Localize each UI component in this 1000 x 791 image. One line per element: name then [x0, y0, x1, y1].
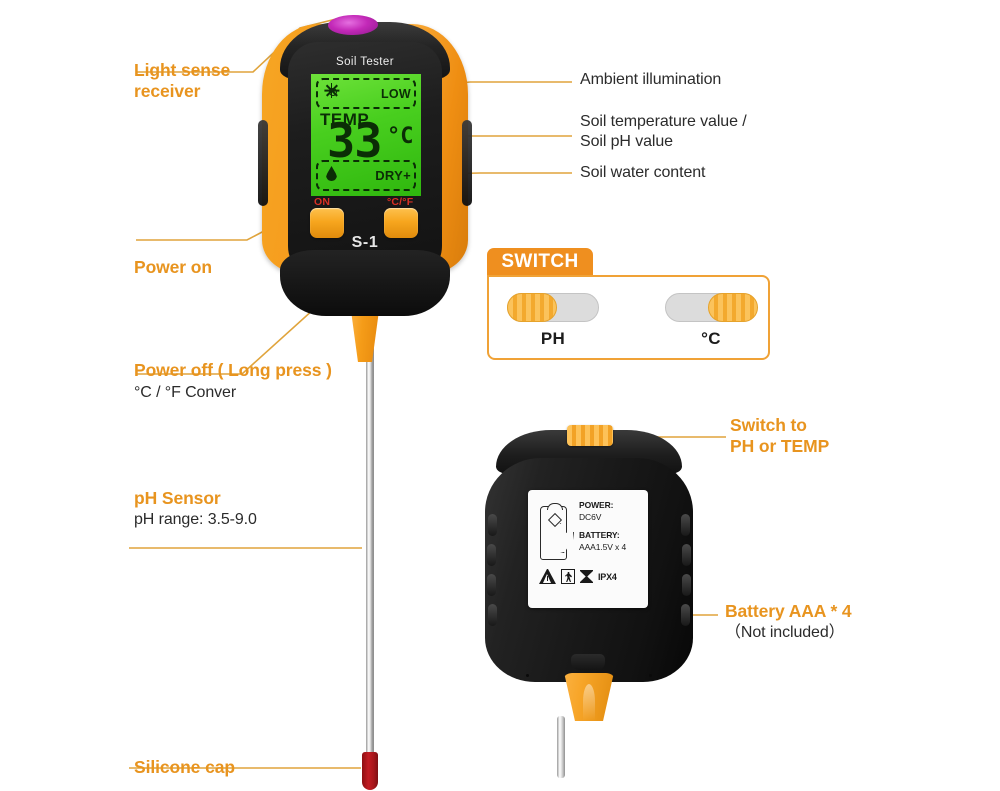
water-drop-icon: [326, 166, 337, 181]
side-grip-left: [258, 120, 268, 206]
sun-icon: [324, 83, 340, 98]
model-label: S-1: [351, 234, 379, 251]
power-button-label: ON: [314, 196, 331, 208]
battery-icon: [537, 501, 574, 563]
side-grip-right: [462, 120, 472, 206]
back-probe-cone: [564, 673, 614, 721]
callout-ph-sensor: pH Sensor pH range: 3.5-9.0: [134, 488, 257, 530]
lcd-temp-value: 33: [327, 114, 383, 169]
callout-silicone-cap: Silicone cap: [134, 757, 235, 778]
lcd-temp-unit: °C: [387, 124, 414, 149]
switch-track-ph[interactable]: [506, 292, 599, 322]
back-grip-ridge: [682, 574, 691, 596]
callout-power-on-title: Power on: [134, 257, 212, 277]
switch-option-celsius[interactable]: °C: [665, 292, 758, 349]
device-bottom-grip: [280, 250, 450, 316]
callout-ph-sensor-sub: pH range: 3.5-9.0: [134, 511, 257, 529]
callout-temp-ph-text: Soil temperature value / Soil pH value: [580, 113, 747, 151]
callout-battery: Battery AAA * 4 （Not included）: [725, 601, 852, 643]
back-probe-shaft: [557, 716, 565, 778]
label-battery-title: BATTERY:: [579, 529, 620, 540]
callout-ambient-text: Ambient illumination: [580, 71, 722, 88]
read-manual-icon: [561, 569, 575, 584]
back-grip-ridge: [681, 604, 690, 626]
lcd-light-value: LOW: [380, 87, 411, 101]
callout-power-on: Power on: [134, 257, 212, 278]
back-grip-ridge: [487, 574, 496, 596]
callout-water-content: Soil water content: [580, 163, 705, 183]
back-grip-ridge: [487, 544, 496, 566]
back-grip-ridge: [682, 544, 691, 566]
switch-panel-body: PH °C: [487, 275, 770, 360]
callout-power-off-title: Power off ( Long press ): [134, 360, 332, 380]
callout-silicone-cap-title: Silicone cap: [134, 757, 235, 777]
switch-option-ph[interactable]: PH: [506, 292, 599, 349]
unit-toggle-button[interactable]: [384, 208, 418, 238]
back-screw-dot: [649, 674, 652, 677]
callout-ambient: Ambient illumination: [580, 70, 721, 90]
silicone-cap: [362, 752, 378, 790]
callout-water-content-text: Soil water content: [580, 164, 706, 181]
switch-knob-ph[interactable]: [506, 292, 557, 322]
battery-door-latch[interactable]: [571, 654, 605, 670]
back-screw-dot: [526, 674, 529, 677]
lcd-moisture-value: DRY+: [375, 168, 411, 183]
mode-switch-slider[interactable]: [567, 425, 613, 446]
battery-spec-label: POWER: DC6V BATTERY: AAA1.5V x 4 IPX4: [528, 490, 648, 608]
switch-panel: SWITCH PH °C: [487, 248, 770, 360]
label-power-title: POWER:: [579, 500, 614, 510]
callout-switch-to-title: Switch to PH or TEMP: [730, 415, 830, 457]
callout-light-sense-title: Light sense receiver: [134, 60, 231, 102]
switch-caption-celsius: °C: [701, 329, 721, 348]
callout-ph-sensor-title: pH Sensor: [134, 488, 221, 508]
back-grip-ridge: [488, 514, 497, 536]
label-battery-value: AAA1.5V x 4: [579, 541, 627, 552]
switch-panel-header: SWITCH: [487, 248, 593, 276]
callout-light-sense: Light sense receiver: [134, 60, 230, 103]
callout-temp-ph: Soil temperature value / Soil pH value: [580, 112, 747, 153]
probe-cone: [350, 310, 380, 362]
switch-track-celsius[interactable]: [665, 292, 758, 322]
power-button[interactable]: [310, 208, 344, 238]
switch-panel-title: SWITCH: [501, 251, 579, 272]
label-power-value: DC6V: [579, 512, 602, 523]
switch-knob-celsius[interactable]: [707, 292, 758, 322]
warning-triangle-icon: [539, 569, 556, 584]
callout-switch-to: Switch to PH or TEMP: [730, 415, 829, 458]
switch-caption-ph: PH: [540, 329, 566, 348]
brand-label: Soil Tester: [336, 56, 394, 68]
probe-shaft: [366, 346, 374, 761]
lcd-screen: LOW TEMP 33 °C DRY+: [311, 74, 421, 196]
back-device-illustration: POWER: DC6V BATTERY: AAA1.5V x 4 IPX4: [478, 418, 700, 721]
hourglass-icon: [580, 569, 593, 584]
lcd-temp-label: TEMP: [320, 110, 370, 129]
ip-rating-label: IPX4: [598, 571, 617, 582]
callout-power-off: Power off ( Long press ) °C / °F Conver: [134, 360, 332, 403]
unit-button-label: °C/°F: [387, 196, 414, 208]
callout-battery-sub: （Not included）: [725, 624, 845, 642]
callout-battery-title: Battery AAA * 4: [725, 601, 852, 621]
front-device-illustration: Soil Tester LOW TEMP 33 °C DRY+ ON °C/°F…: [252, 12, 478, 362]
back-grip-ridge: [681, 514, 690, 536]
lcd-light-section: [316, 78, 416, 109]
callout-power-off-sub: °C / °F Conver: [134, 384, 237, 402]
back-grip-ridge: [488, 604, 497, 626]
